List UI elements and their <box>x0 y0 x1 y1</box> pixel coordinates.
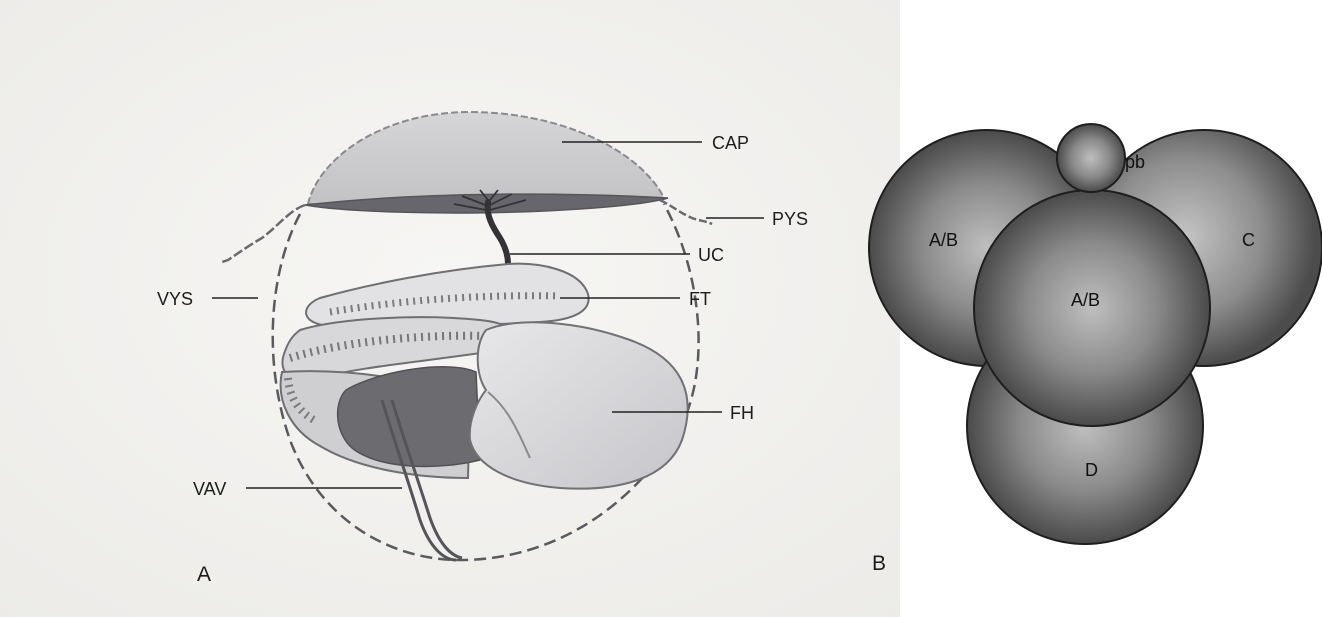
label-pys: PYS <box>772 209 808 229</box>
panel-b-label: B <box>872 552 886 575</box>
label-vys: VYS <box>157 289 193 309</box>
label-uc: UC <box>698 245 724 265</box>
label-c: C <box>1242 230 1255 250</box>
label-ab-left: A/B <box>929 230 958 250</box>
label-fh: FH <box>730 403 754 423</box>
label-d: D <box>1085 460 1098 480</box>
panel-a: CAP PYS UC VYS FT FH VAV A <box>0 0 900 617</box>
label-ft: FT <box>689 289 711 309</box>
polar-body <box>1057 124 1125 192</box>
label-vav: VAV <box>193 479 226 499</box>
label-pb: pb <box>1125 152 1145 172</box>
panel-a-label: A <box>197 563 211 586</box>
panel-b: A/B C A/B D pb B <box>869 124 1322 575</box>
label-cap: CAP <box>712 133 749 153</box>
label-ab-center: A/B <box>1071 290 1100 310</box>
